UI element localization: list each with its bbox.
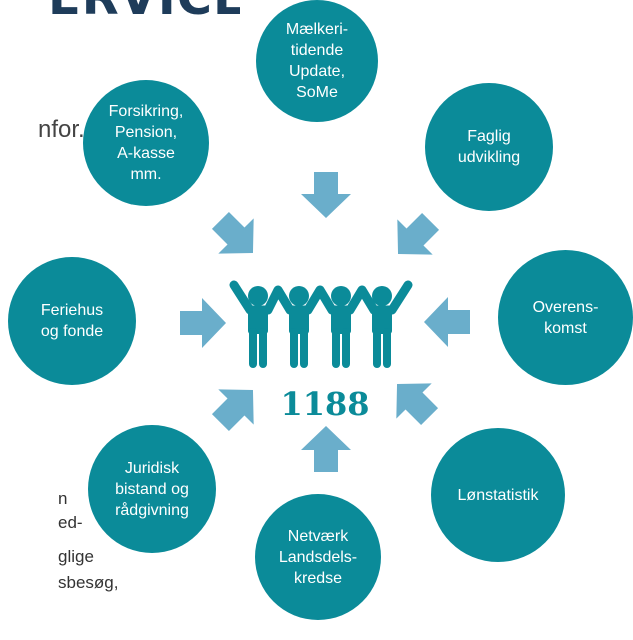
- arrow-left: [180, 298, 226, 348]
- group-of-people-icon: [229, 280, 413, 368]
- circle-label: Forsikring, Pension, A-kasse mm.: [108, 103, 184, 183]
- circle-forsikring: Forsikring, Pension, A-kasse mm.: [83, 80, 209, 206]
- circle-feriehus: Feriehus og fonde: [8, 257, 136, 385]
- page-title-clip: ERVICE: [0, 0, 240, 20]
- arrow-bottom-left: [202, 372, 271, 441]
- circle-label: Mælkeri- tidende Update, SoMe: [285, 21, 349, 101]
- circle-juridisk-bistand: Juridisk bistand og rådgivning: [88, 425, 216, 553]
- body-text-line: glige: [58, 547, 94, 566]
- arrow-top-right: [380, 203, 449, 272]
- body-text-line: sbesøg,: [58, 573, 119, 592]
- circle-overenskomst: Overens- komst: [498, 250, 633, 385]
- body-text-line: ed-: [58, 513, 83, 532]
- circle-faglig-udvikling: Faglig udvikling: [425, 83, 553, 211]
- body-text-line: n: [58, 489, 68, 508]
- circle-label: Feriehus og fonde: [40, 302, 104, 340]
- circle-lonstatistik: Lønstatistik: [431, 428, 565, 562]
- arrow-bottom-right: [379, 366, 448, 435]
- arrow-top-left: [202, 202, 271, 271]
- circle-label: Faglig udvikling: [457, 128, 521, 166]
- arrow-right: [424, 297, 470, 347]
- intro-text: nfor.: [38, 116, 85, 143]
- member-count: 1188: [280, 385, 370, 423]
- circle-maelkeritidende: Mælkeri- tidende Update, SoMe: [256, 0, 378, 122]
- circle-label: Netværk Landsdels- kredse: [278, 527, 358, 587]
- page-title: ERVICE: [48, 0, 240, 20]
- circle-label: Lønstatistik: [457, 486, 539, 504]
- circle-label: Overens- komst: [532, 298, 599, 337]
- arrow-bottom: [301, 426, 351, 472]
- arrow-top: [301, 172, 351, 218]
- circle-label: Juridisk bistand og rådgivning: [115, 459, 189, 519]
- circle-netvaerk: Netværk Landsdels- kredse: [255, 494, 381, 620]
